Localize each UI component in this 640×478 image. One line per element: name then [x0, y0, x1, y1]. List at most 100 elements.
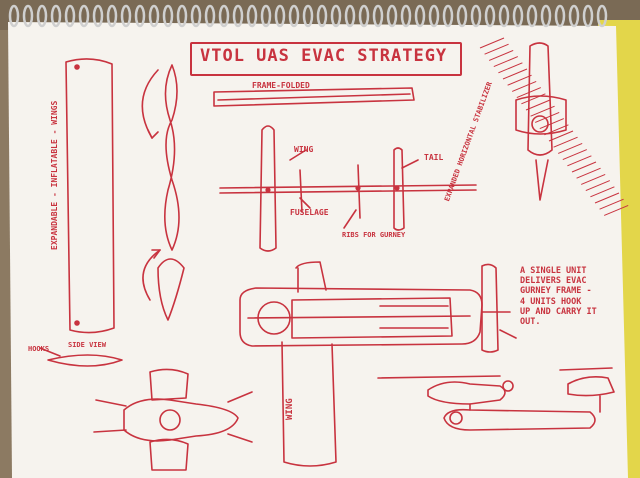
spiral-ring [386, 4, 398, 28]
hatch-line [604, 204, 629, 216]
person-legs [379, 305, 449, 329]
frame-folded-inner-line [217, 93, 411, 101]
spiral-ring [456, 4, 468, 28]
hatch-line [498, 62, 523, 74]
hatch-line [581, 173, 606, 185]
spiral-ring [372, 4, 384, 28]
spiral-ring [428, 4, 440, 28]
label-wing-bottom: WING [285, 398, 295, 420]
spiral-ring [526, 4, 538, 28]
note-line: GURNEY FRAME - [520, 286, 592, 297]
rib-joint-dot [355, 185, 361, 191]
spiral-ring [512, 4, 524, 28]
spiral-ring [596, 4, 608, 28]
spiral-ring [288, 4, 300, 28]
spiral-ring [190, 4, 202, 28]
hatch-line [525, 99, 551, 111]
inflatable-wing-tall [65, 58, 115, 334]
note-line: A SINGLE UNIT [520, 266, 587, 276]
quad-drone-top-pod [149, 368, 189, 401]
title-box [190, 42, 462, 76]
spiral-ring [554, 4, 566, 28]
label-side-view: SIDE VIEW [68, 341, 106, 349]
hatch-line [544, 124, 569, 136]
hatch-line [585, 180, 610, 192]
patient-head-bottom [449, 411, 463, 425]
hooks-pointer [39, 347, 61, 357]
hook-dot-top [74, 64, 80, 70]
spiral-ring [260, 4, 272, 28]
top-wing [259, 125, 277, 252]
fold-arrow-head-top [147, 129, 159, 139]
label-wing-top: WING [294, 145, 314, 154]
spiral-ring [134, 4, 146, 28]
spiral-ring [274, 4, 286, 28]
spiral-ring [358, 4, 370, 28]
side-view-wing [47, 354, 123, 367]
spiral-ring [92, 4, 104, 28]
spiral-binding [8, 4, 608, 28]
label-ribs-for-gurney: RIBS FOR GURNEY [342, 231, 406, 239]
quad-drone-center [159, 409, 181, 431]
hatch-line [484, 43, 509, 55]
spiral-ring [414, 4, 426, 28]
aircraft-fuselage-top-right [527, 42, 553, 156]
spiral-ring [344, 4, 356, 28]
hatch-line [479, 37, 505, 49]
quad-drone-bottom-pod [149, 438, 189, 471]
spiral-ring [106, 4, 118, 28]
hatch-line [539, 118, 564, 130]
hatch-line [516, 87, 541, 99]
aircraft-tail-lines [535, 159, 549, 201]
note-line: DELIVERS EVAC [520, 276, 587, 287]
person-body [291, 297, 453, 339]
rib-2 [357, 164, 361, 219]
frame-folded-bar [213, 87, 415, 107]
quad-drone-left-rotors [93, 399, 127, 433]
quad-drone-right-rotors [227, 391, 253, 443]
evac-gurney-bottom [443, 408, 596, 431]
hatch-line [507, 74, 532, 86]
hatch-line [576, 167, 601, 179]
label-fuselage: FUSELAGE [290, 208, 329, 217]
hatch-line [562, 149, 587, 161]
folded-wing-chain [164, 64, 180, 251]
note-pointer [499, 329, 517, 339]
aircraft-wing-top-right [515, 95, 567, 135]
hatch-line [530, 105, 555, 117]
fold-arrow-head-bottom [151, 249, 161, 259]
hatch-line [590, 186, 615, 198]
aircraft-cockpit [531, 115, 549, 133]
hatch-line [567, 155, 592, 167]
tail-pointer [401, 159, 419, 169]
spiral-ring [162, 4, 174, 28]
label-inflatable-wings: EXPANDABLE - INFLATABLE - WINGS [50, 100, 59, 250]
gurney-centerline [247, 315, 471, 319]
spiral-ring [470, 4, 482, 28]
folded-wing-lower [157, 258, 185, 321]
spiral-ring [400, 4, 412, 28]
paper-sheet [8, 22, 628, 478]
helicopter-left-tail-rotor [502, 380, 514, 392]
fuselage-spine [219, 184, 477, 189]
fuselage-pointer [299, 197, 311, 209]
tail-fin [393, 147, 405, 231]
spiral-ring [78, 4, 90, 28]
spiral-ring [232, 4, 244, 28]
spiral-ring [484, 4, 496, 28]
note-line: UP AND CARRY IT [520, 306, 597, 317]
hatch-line [521, 93, 546, 105]
note-line: OUT. [520, 316, 541, 327]
spiral-ring [50, 4, 62, 28]
hatch-line [558, 142, 583, 154]
spiral-ring [148, 4, 160, 28]
helicopter-right-rotor [559, 367, 613, 371]
note-line: 4 UNITS HOOK [520, 296, 582, 307]
label-hooks: HOOKS [28, 345, 50, 353]
spiral-ring [176, 4, 188, 28]
gurney-frame [239, 287, 483, 347]
spiral-ring [302, 4, 314, 28]
label-tail: TAIL [424, 153, 444, 162]
hatch-line [493, 56, 518, 68]
hook-dot-bottom [74, 320, 80, 326]
